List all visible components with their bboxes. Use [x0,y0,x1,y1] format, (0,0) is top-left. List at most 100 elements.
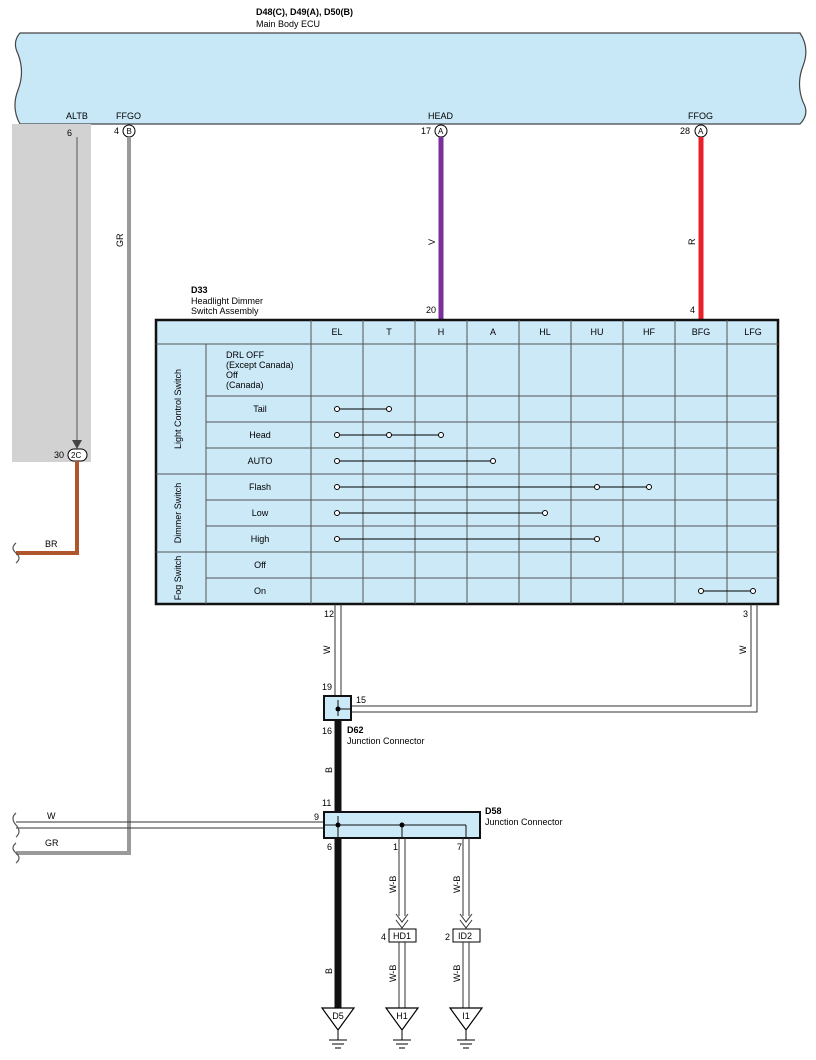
ground-d5-triangle-icon [320,1007,356,1032]
w-wire-12 [334,604,342,696]
altb-shaded-area [12,124,91,462]
row-label-auto: AUTO [248,456,273,466]
group-light-control: Light Control Switch [173,369,183,449]
row-label-drl-off-1: DRL OFF [226,350,265,360]
row-label-tail: Tail [253,404,267,414]
wb-wire-7 [459,838,473,929]
row-label-head: Head [249,430,271,440]
switch-pin-el: 12 [324,609,334,619]
d62-splice-dot [335,706,341,712]
col-hl: HL [539,327,551,337]
wb-wire-1-label: W-B [388,876,398,893]
gr-wire [16,137,131,855]
id2-label: ID2 [458,931,472,941]
d62-pin-19: 19 [322,682,332,692]
col-h: H [438,327,445,337]
left-gr-label: GR [45,838,59,848]
group-fog: Fog Switch [173,556,183,601]
switch-name-1: Headlight Dimmer [191,296,263,306]
ecu-title: D48(C), D49(A), D50(B) [256,7,353,17]
d58-pin-1: 1 [393,842,398,852]
col-t: T [386,327,392,337]
v-wire-label: V [427,239,437,245]
id2-num: 2 [445,932,450,942]
row-label-drl-off-3: Off [226,370,238,380]
ground-i1: I1 [448,1007,484,1049]
switch-id: D33 [191,285,208,295]
switch-bfg-pin: 4 [690,305,695,315]
d58-pin-7: 7 [457,842,462,852]
row-label-high: High [251,534,270,544]
gr-wire-label-vertical: GR [115,233,125,247]
b-wire-d5-label: B [324,968,334,974]
ground-i1-triangle-icon [448,1007,484,1032]
pin-name-ffog: FFOG [688,111,713,121]
altb-conn-label: 2C [71,451,81,460]
br-wire-label: BR [45,539,58,549]
w-wire-3-label: W [738,645,748,654]
pin-name-ffgo: FFGO [116,111,141,121]
row-label-off: Off [254,560,266,570]
d62-id: D62 [347,725,364,735]
col-bfg: BFG [692,327,711,337]
wb-wire-h1 [398,942,406,1008]
ground-h1: H1 [384,1007,420,1049]
d58-pin-11: 11 [322,798,331,808]
ground-d5-label: D5 [332,1011,344,1021]
left-w-label: W [47,811,56,821]
b-wire-d62-label: B [324,767,334,773]
wb-wire-1 [395,838,409,929]
hd1-connector [388,928,417,943]
pin-num-ffog: 28 [680,126,690,136]
row-label-on: On [254,586,266,596]
switch-name-2: Switch Assembly [191,306,259,316]
pin-num-altb: 6 [67,128,72,138]
d62-pin-15: 15 [356,695,366,705]
hd1-num: 4 [381,932,386,942]
left-w-wire [16,821,324,829]
column-headers: EL T H A HL HU HF BFG LFG [331,327,761,337]
d58-pin-9: 9 [314,812,319,822]
wb-wire-h1-label: W-B [388,965,398,982]
switch-pin-lfg: 3 [743,609,748,619]
w-wire-3 [352,604,758,713]
left-w-break-icon [12,812,20,838]
d58-splice-dot-1 [335,822,341,828]
left-gr-break-icon [12,842,20,864]
r-wire-label: R [687,238,697,245]
row-label-flash: Flash [249,482,271,492]
altb-arrow-icon [72,440,82,449]
wb-wire-i1 [462,942,470,1008]
continuity-lines [334,406,756,594]
group-dimmer: Dimmer Switch [173,483,183,544]
d58-name: Junction Connector [485,817,563,827]
pin-name-head: HEAD [428,111,454,121]
wb-wire-7-label: W-B [452,876,462,893]
ground-h1-label: H1 [396,1011,408,1021]
col-lfg: LFG [744,327,762,337]
d58-pin-6: 6 [327,842,332,852]
id2-connector [452,928,481,943]
d62-pin-16: 16 [322,726,332,736]
row-label-drl-off: DRL OFF (Except Canada) Off (Canada) [226,350,296,390]
ecu-name: Main Body ECU [256,19,320,29]
pin-conn-ffog: A [698,127,704,136]
switch-table-grid [156,320,778,604]
pin-name-altb: ALTB [66,111,88,121]
pin-conn-ffgo: B [127,127,132,136]
ground-d5: D5 [320,1007,356,1049]
switch-head-pin: 20 [426,305,436,315]
pin-conn-head: A [438,127,444,136]
hd1-label: HD1 [393,931,411,941]
d62-name: Junction Connector [347,736,425,746]
col-hf: HF [643,327,655,337]
ground-i1-label: I1 [462,1011,470,1021]
row-label-drl-off-4: (Canada) [226,380,264,390]
pin-num-ffgo: 4 [114,126,119,136]
col-hu: HU [591,327,604,337]
altb-conn-num: 30 [54,450,64,460]
d58-splice-dot-2 [399,822,405,828]
row-label-drl-off-2: (Except Canada) [226,360,294,370]
br-wire-break-icon [12,542,20,564]
